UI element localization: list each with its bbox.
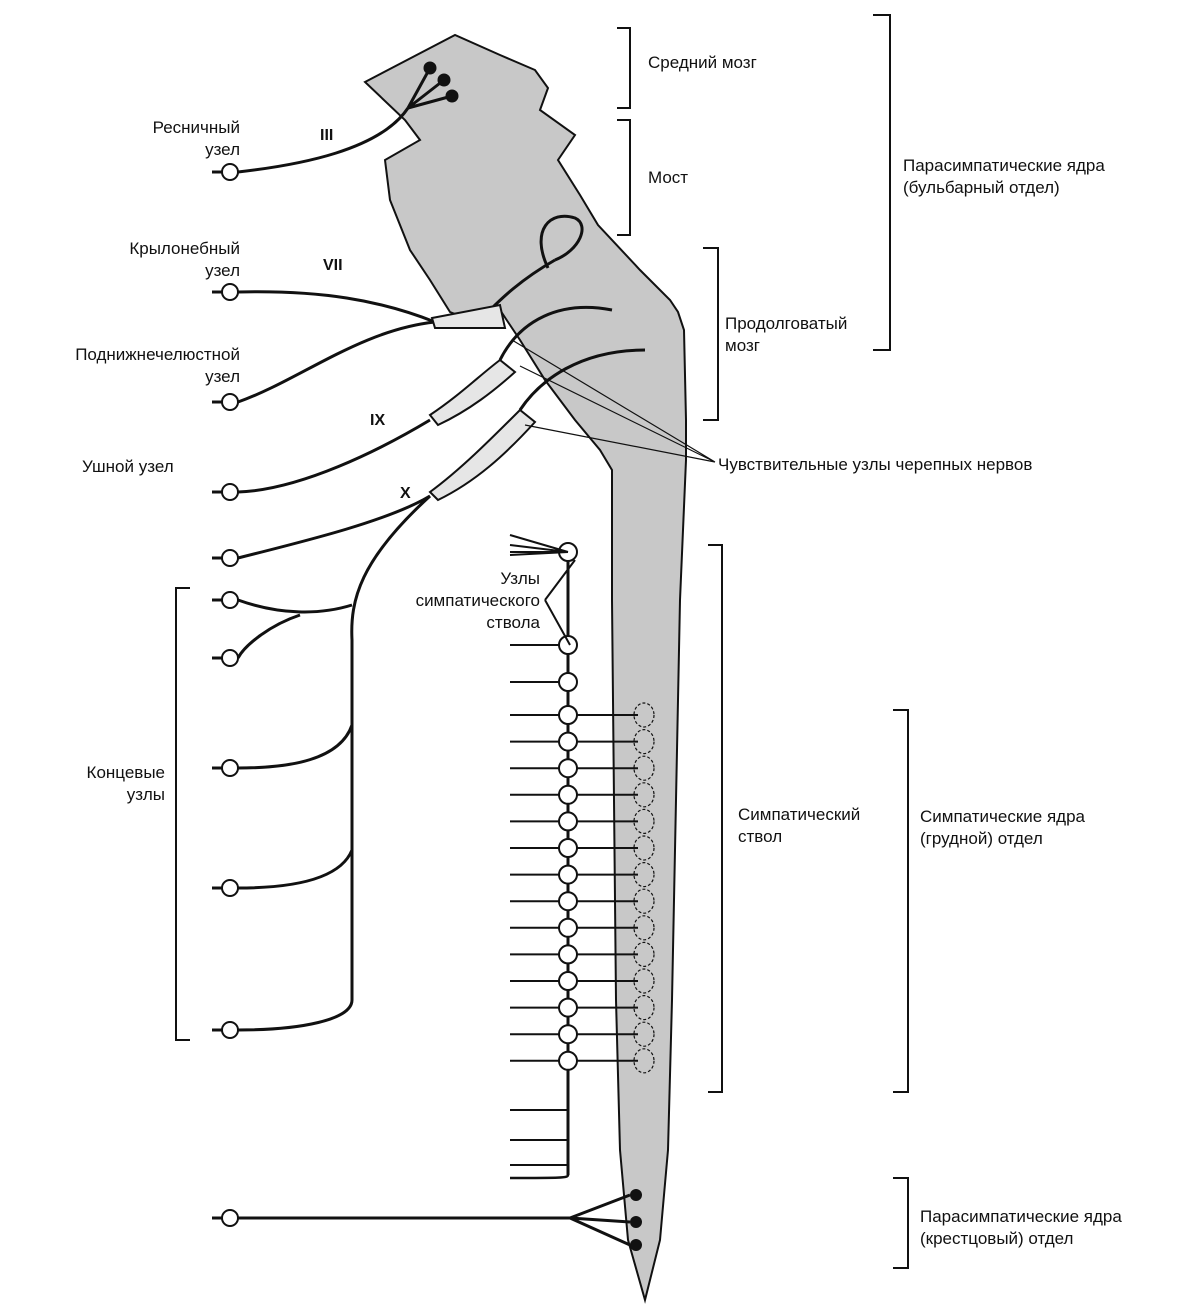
trunk-ganglion: [559, 786, 577, 804]
trunk-ganglion: [559, 945, 577, 963]
medulla-label: Продолговатый мозг: [725, 313, 847, 357]
nerve-ix-label: IX: [370, 412, 385, 430]
trunk-ganglia-line-2: симпатического: [360, 590, 540, 612]
trunk-bottom-hook: [510, 1175, 568, 1178]
trunk-ganglia-line-3: ствола: [360, 612, 540, 634]
sym-thoracic-label: Симпатические ядра (грудной) отдел: [920, 806, 1085, 850]
trunk-ganglion: [559, 812, 577, 830]
sensory-ganglia-label: Чувствительные узлы черепных нервов: [718, 454, 1032, 476]
nerve-iii-label: III: [320, 127, 333, 145]
trunk-ganglion: [559, 892, 577, 910]
medulla-line-2: мозг: [725, 335, 847, 357]
sym-trunk-label: Симпатический ствол: [738, 804, 860, 848]
trunk-ganglion: [559, 1052, 577, 1070]
ciliary-line-2: узел: [80, 139, 240, 161]
parasym-bulbar-label: Парасимпатические ядра (бульбарный отдел…: [903, 155, 1105, 199]
parasym-bulbar-line-1: Парасимпатические ядра: [903, 155, 1105, 177]
parasym-sacral-line-2: (крестцовый) отдел: [920, 1228, 1122, 1250]
trunk-ganglion: [559, 706, 577, 724]
trunk-ganglion: [559, 636, 577, 654]
trunk-ganglion: [559, 839, 577, 857]
parasym-bulbar-line-2: (бульбарный отдел): [903, 177, 1105, 199]
terminal-ganglia: [222, 164, 238, 1226]
trunk-ganglion: [559, 866, 577, 884]
trunk-ganglion: [559, 759, 577, 777]
ciliary-line-1: Ресничный: [80, 117, 240, 139]
terminal-line-2: узлы: [40, 784, 165, 806]
terminal-line-1: Концевые: [40, 762, 165, 784]
midbrain-label: Средний мозг: [648, 52, 757, 74]
pterygopalatine-line-1: Крылонебный: [60, 238, 240, 260]
pterygopalatine-line-2: узел: [60, 260, 240, 282]
sym-thoracic-line-1: Симпатические ядра: [920, 806, 1085, 828]
terminal-ganglia-label: Концевые узлы: [40, 762, 165, 806]
trunk-ganglion: [559, 673, 577, 691]
trunk-ganglion: [559, 972, 577, 990]
trunk-ganglion: [559, 999, 577, 1017]
submandibular-ganglion-label: Поднижнечелюстной узел: [6, 344, 240, 388]
sacral-nuclei: [630, 1189, 642, 1251]
sym-trunk-line-2: ствол: [738, 826, 860, 848]
trunk-ganglion: [559, 1025, 577, 1043]
trunk-ganglia-label: Узлы симпатического ствола: [360, 568, 540, 634]
otic-ganglion-label: Ушной узел: [82, 456, 174, 478]
submandibular-line-2: узел: [6, 366, 240, 388]
pterygopalatine-ganglion-label: Крылонебный узел: [60, 238, 240, 282]
medulla-line-1: Продолговатый: [725, 313, 847, 335]
pons-label: Мост: [648, 167, 688, 189]
sym-thoracic-line-2: (грудной) отдел: [920, 828, 1085, 850]
sym-trunk-line-1: Симпатический: [738, 804, 860, 826]
parasym-sacral-label: Парасимпатические ядра (крестцовый) отде…: [920, 1206, 1122, 1250]
trunk-ganglion: [559, 919, 577, 937]
ciliary-ganglion-label: Ресничный узел: [80, 117, 240, 161]
nerve-x-label: X: [400, 485, 411, 503]
trunk-ganglion: [559, 733, 577, 751]
trunk-ganglia-line-1: Узлы: [360, 568, 540, 590]
parasym-sacral-line-1: Парасимпатические ядра: [920, 1206, 1122, 1228]
submandibular-line-1: Поднижнечелюстной: [6, 344, 240, 366]
nerve-vii-label: VII: [323, 257, 343, 275]
